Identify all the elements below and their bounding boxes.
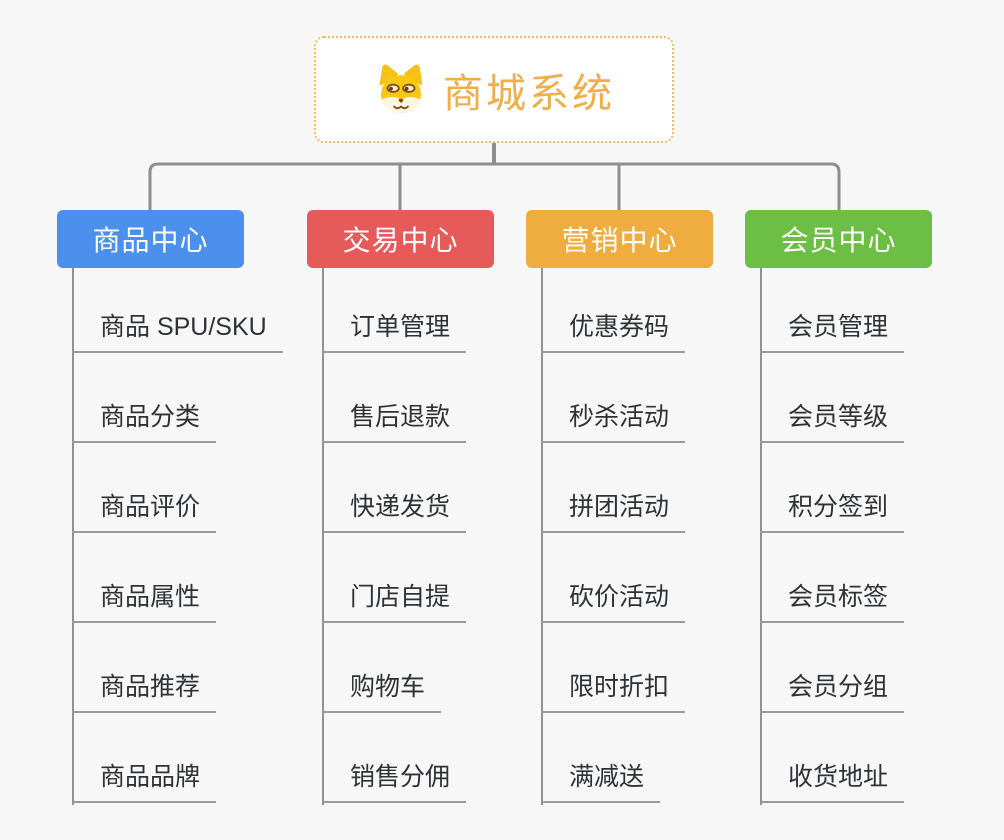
node-label: 购物车 [350,673,426,701]
node-member-group[interactable]: 会员分组 [760,667,905,713]
node-product-review[interactable]: 商品评价 [72,487,217,533]
node-label: 商品属性 [100,583,201,611]
node-member-level[interactable]: 会员等级 [760,397,905,443]
branch-product-center: 商品中心 商品 SPU/SKU 商品分类 商品评价 商品属性 商品推荐 商品品牌 [57,210,307,820]
root-title: 商城系统 [443,71,615,116]
node-label: 订单管理 [350,313,451,341]
node-label: 会员分组 [788,673,889,701]
node-store-pickup[interactable]: 门店自提 [322,577,467,623]
branch-trunk-line [541,268,543,805]
node-product-recommend[interactable]: 商品推荐 [72,667,217,713]
node-product-brand[interactable]: 商品品牌 [72,757,217,803]
node-label: 商品品牌 [100,763,201,791]
node-label: 快递发货 [350,493,451,521]
node-label: 优惠券码 [569,313,670,341]
branch-trunk-line [322,268,324,805]
node-coupon-code[interactable]: 优惠券码 [541,307,686,353]
node-points-checkin[interactable]: 积分签到 [760,487,905,533]
node-label: 商品 SPU/SKU [100,313,267,341]
node-product-category[interactable]: 商品分类 [72,397,217,443]
node-bargain-activity[interactable]: 砍价活动 [541,577,686,623]
branch-header-product-center[interactable]: 商品中心 [57,210,244,268]
node-label: 砍价活动 [569,583,670,611]
node-order-management[interactable]: 订单管理 [322,307,467,353]
node-express-delivery[interactable]: 快递发货 [322,487,467,533]
node-product-attribute[interactable]: 商品属性 [72,577,217,623]
node-label: 商品分类 [100,403,201,431]
node-label: 满减送 [569,763,645,791]
node-label: 门店自提 [350,583,451,611]
branch-trade-center: 交易中心 订单管理 售后退款 快递发货 门店自提 购物车 销售分佣 [307,210,557,820]
node-label: 秒杀活动 [569,403,670,431]
node-member-management[interactable]: 会员管理 [760,307,905,353]
branch-trunk-line [72,268,74,805]
node-member-tag[interactable]: 会员标签 [760,577,905,623]
node-limited-time-discount[interactable]: 限时折扣 [541,667,686,713]
node-label: 拼团活动 [569,493,670,521]
node-label: 积分签到 [788,493,889,521]
branch-header-marketing-center[interactable]: 营销中心 [526,210,713,268]
node-group-buy[interactable]: 拼团活动 [541,487,686,533]
node-label: 限时折扣 [569,673,670,701]
node-label: 销售分佣 [350,763,451,791]
root-node[interactable]: 商城系统 [314,36,674,143]
node-shopping-cart[interactable]: 购物车 [322,667,442,713]
node-label: 会员等级 [788,403,889,431]
branch-header-label: 会员中心 [780,225,897,256]
node-label: 商品推荐 [100,673,201,701]
node-label: 会员标签 [788,583,889,611]
branch-header-trade-center[interactable]: 交易中心 [307,210,494,268]
node-shipping-address[interactable]: 收货地址 [760,757,905,803]
node-label: 收货地址 [788,763,889,791]
node-full-reduction[interactable]: 满减送 [541,757,661,803]
branch-member-center: 会员中心 会员管理 会员等级 积分签到 会员标签 会员分组 收货地址 [745,210,995,820]
branch-header-label: 交易中心 [342,225,459,256]
node-label: 商品评价 [100,493,201,521]
branch-header-label: 商品中心 [92,225,209,256]
node-sales-commission[interactable]: 销售分佣 [322,757,467,803]
node-label: 售后退款 [350,403,451,431]
node-aftersale-refund[interactable]: 售后退款 [322,397,467,443]
branch-marketing-center: 营销中心 优惠券码 秒杀活动 拼团活动 砍价活动 限时折扣 满减送 [526,210,776,820]
node-product-spu-sku[interactable]: 商品 SPU/SKU [72,307,283,353]
dog-icon [379,63,423,114]
node-flash-sale[interactable]: 秒杀活动 [541,397,686,443]
branch-trunk-line [760,268,762,805]
branch-header-label: 营销中心 [561,225,678,256]
branch-header-member-center[interactable]: 会员中心 [745,210,932,268]
node-label: 会员管理 [788,313,889,341]
